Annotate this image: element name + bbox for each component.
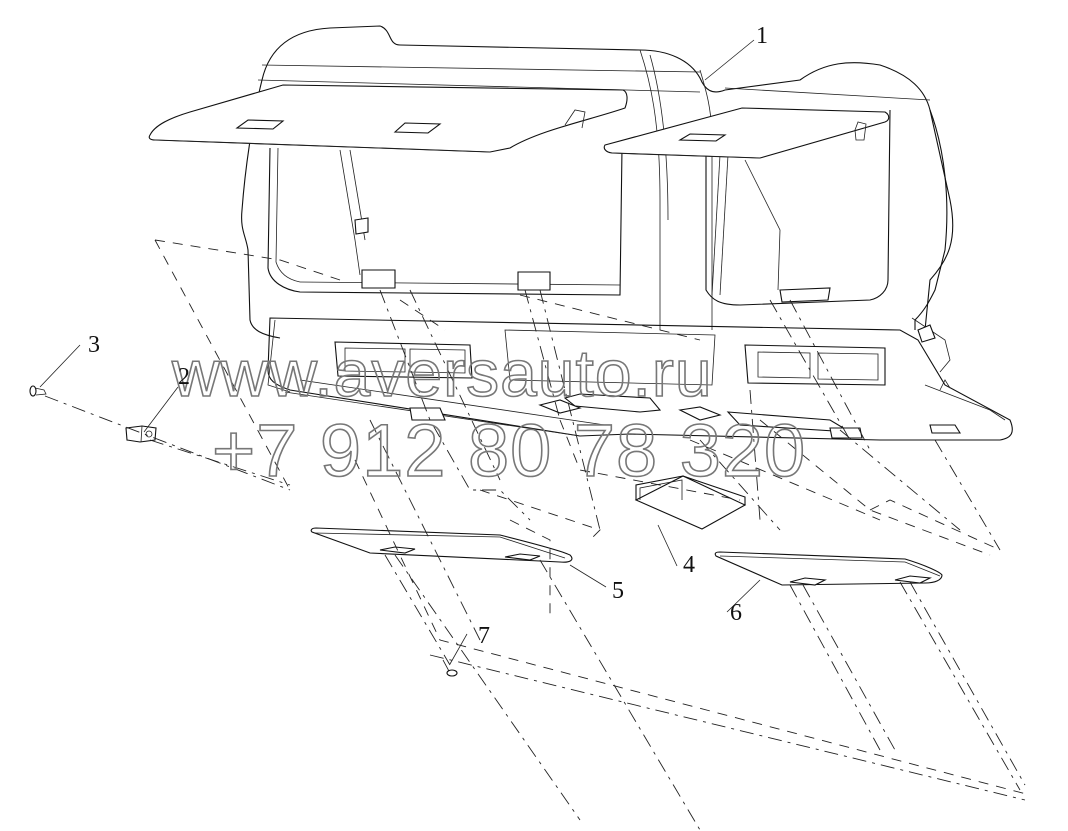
left-lid [148,84,628,153]
callout-6: 6 [730,600,742,626]
callout-7: 7 [478,623,490,649]
callout-1: 1 [756,23,768,49]
part-7-screw [442,659,458,677]
part-3-screw [29,385,47,397]
lower-bezel [267,317,1013,441]
part-6-cover [714,551,943,586]
watermark-url: www.aversauto.ru [171,336,713,410]
watermark-phone: +7 912 80 78 320 [211,409,807,492]
callout-5: 5 [612,578,624,604]
callout-2: 2 [178,364,190,390]
part-1-housing [241,25,954,373]
callout-4: 4 [683,552,695,578]
callout-3: 3 [88,332,100,358]
part-4-tray [634,475,747,530]
part-5-cover [310,527,573,563]
leader-lines [39,39,761,665]
assembly-guides [44,239,1031,831]
right-lid [603,107,890,159]
